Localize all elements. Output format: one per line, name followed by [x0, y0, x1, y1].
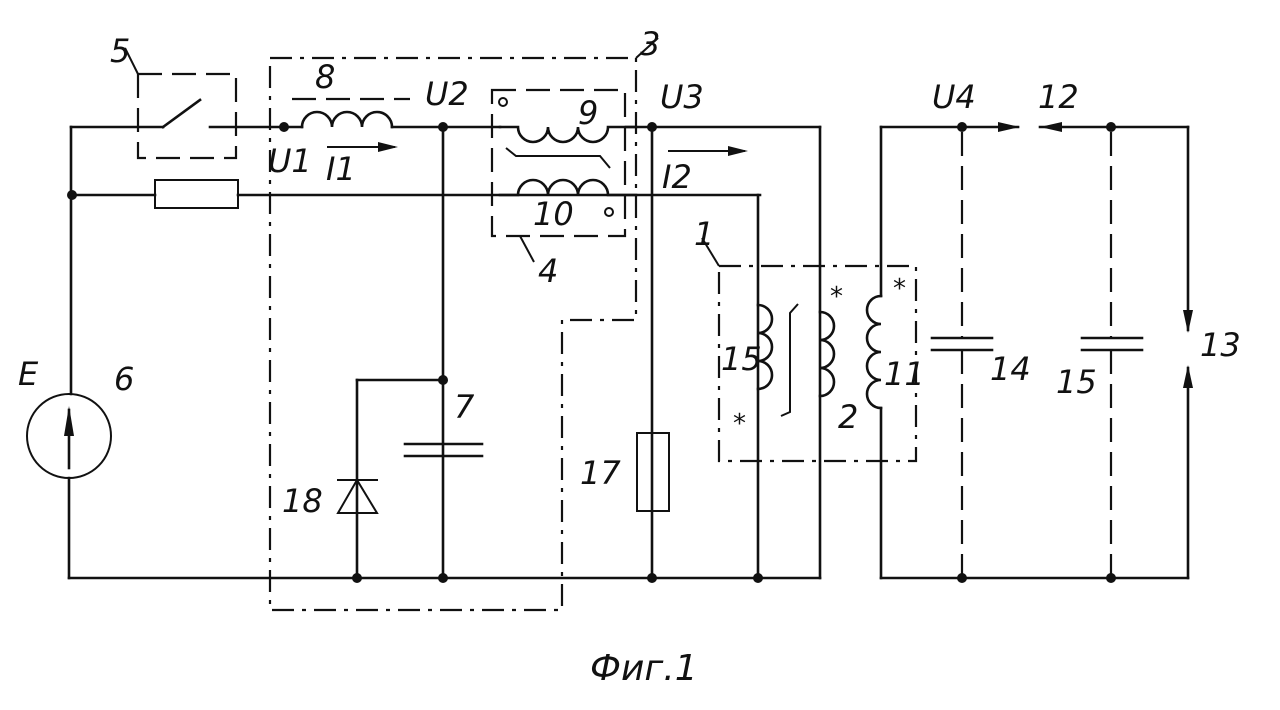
capacitor-15: [1080, 336, 1144, 352]
transformer-1: [701, 237, 918, 463]
polarity-mark: *: [733, 409, 746, 439]
label-2: 2: [838, 398, 858, 436]
junction: [1106, 122, 1116, 132]
label-10: 10: [533, 195, 574, 233]
label-15: 15: [1056, 363, 1097, 401]
capacitor-14: [930, 336, 994, 352]
label-u1: U1: [268, 142, 312, 180]
label-17: 17: [580, 454, 621, 492]
label-7: 7: [454, 388, 475, 426]
label-5: 5: [110, 32, 130, 70]
diode-18: [336, 378, 445, 580]
label-u4: U4: [932, 78, 976, 116]
current-transformer-4: [490, 88, 638, 263]
label-u2: U2: [425, 75, 469, 113]
label-6: 6: [114, 360, 134, 398]
spark-gap-13: [1183, 125, 1193, 580]
label-4: 4: [538, 252, 558, 290]
junction-u4: [957, 122, 967, 132]
junction: [647, 573, 657, 583]
label-12: 12: [1038, 78, 1079, 116]
label-9: 9: [578, 94, 598, 132]
polarity-mark: *: [893, 274, 906, 304]
junction: [957, 573, 967, 583]
current-arrow-i2: [668, 146, 748, 156]
label-15-winding: 15: [721, 340, 762, 378]
switch-5: [124, 47, 285, 160]
label-i1: I1: [326, 150, 356, 188]
junction: [438, 573, 448, 583]
label-1: 1: [694, 215, 714, 253]
label-u3: U3: [660, 78, 704, 116]
figure-caption: Фиг.1: [590, 648, 698, 689]
capacitor-7: [403, 442, 484, 458]
resistor-17: [636, 432, 670, 512]
label-8: 8: [315, 58, 335, 96]
leader-3: [635, 37, 659, 59]
inductor-8: [279, 97, 502, 152]
label-14: 14: [990, 350, 1031, 388]
arrow-right: [998, 122, 1020, 132]
label-18: 18: [282, 482, 323, 520]
polarity-mark: *: [830, 282, 843, 312]
block-3-outline: [268, 56, 638, 612]
label-e: E: [18, 355, 39, 393]
label-3: 3: [640, 25, 660, 63]
junction: [1106, 573, 1116, 583]
junction: [352, 573, 362, 583]
label-i2: I2: [662, 158, 692, 196]
label-13: 13: [1200, 326, 1241, 364]
arrow-left: [1040, 122, 1062, 132]
voltage-source-6: [26, 393, 112, 479]
junction: [753, 573, 763, 583]
label-11: 11: [884, 355, 925, 393]
